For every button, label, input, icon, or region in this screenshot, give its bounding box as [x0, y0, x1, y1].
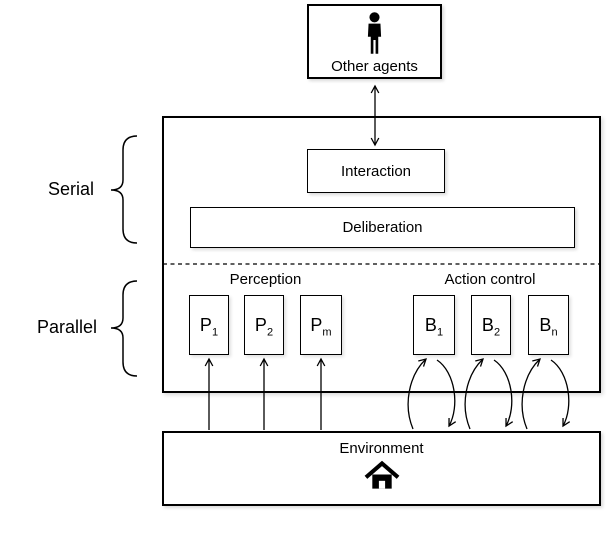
deliberation-box: Deliberation	[190, 207, 575, 248]
perception-unit-p1: P1	[189, 295, 229, 355]
other-agents-label: Other agents	[331, 58, 418, 75]
other-agents-box: Other agents	[307, 4, 442, 79]
interaction-box: Interaction	[307, 149, 445, 193]
perception-section-label: Perception	[229, 271, 302, 288]
action-control-section-label: Action control	[444, 271, 536, 288]
action-unit-bn: Bn	[528, 295, 569, 355]
perception-unit-pm-label: Pm	[310, 314, 332, 339]
perception-unit-pm: Pm	[300, 295, 342, 355]
serial-annotation: Serial	[47, 179, 95, 199]
action-unit-b1-label: B1	[424, 314, 444, 339]
environment-box: Environment	[162, 431, 601, 506]
interaction-label: Interaction	[340, 162, 412, 180]
person-icon	[367, 12, 382, 54]
action-unit-b2-label: B2	[481, 314, 501, 339]
perception-unit-p1-label: P1	[199, 314, 219, 339]
action-unit-b1: B1	[413, 295, 455, 355]
action-unit-bn-label: Bn	[539, 314, 558, 339]
perception-unit-p2: P2	[244, 295, 284, 355]
action-unit-b2: B2	[471, 295, 511, 355]
deliberation-label: Deliberation	[342, 219, 423, 236]
house-icon	[364, 460, 399, 489]
environment-label: Environment	[339, 440, 424, 457]
parallel-annotation: Parallel	[36, 317, 98, 337]
parallel-brace	[110, 280, 138, 377]
perception-unit-p2-label: P2	[254, 314, 274, 339]
serial-brace	[110, 135, 138, 244]
